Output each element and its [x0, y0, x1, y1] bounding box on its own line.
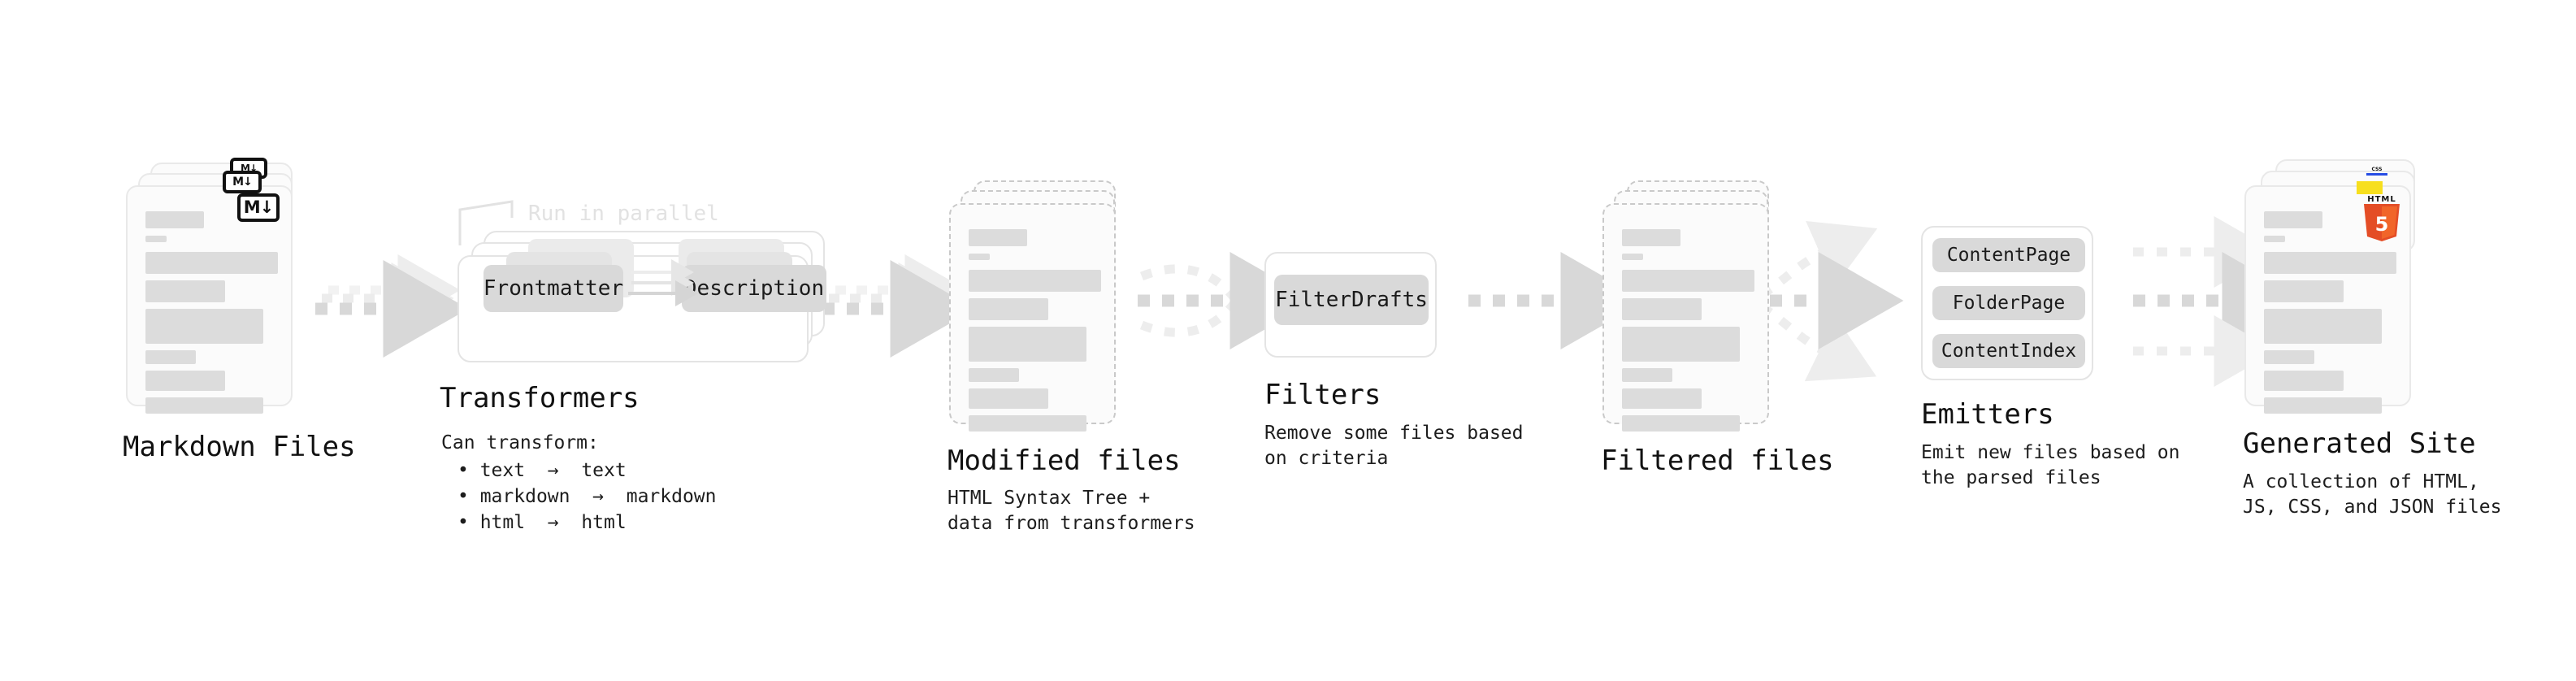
chip-frontmatter[interactable]: Frontmatter	[484, 265, 623, 312]
transformers-bullet-3: • html → html	[458, 512, 627, 533]
css-icon-label: CSS	[2371, 167, 2383, 172]
generated-site-desc: A collection of HTML, JS, CSS, and JSON …	[2243, 471, 2502, 518]
chip-filterdrafts[interactable]: FilterDrafts	[1274, 275, 1429, 325]
run-in-parallel-label: Run in parallel	[528, 202, 719, 226]
card-bar	[145, 280, 225, 302]
page-title: Emitters	[1921, 398, 2054, 431]
markdown-card-body	[128, 187, 291, 414]
page-title: Filtered files	[1601, 445, 1834, 477]
transformers-bullet-2: • markdown → markdown	[458, 486, 717, 507]
chip-description[interactable]: Description	[682, 265, 826, 312]
filtered-card-front	[1602, 203, 1769, 432]
card-bar	[2264, 309, 2382, 344]
page-title: Markdown Files	[123, 431, 356, 463]
card-bar	[2264, 211, 2322, 228]
modified-card-front	[949, 203, 1116, 432]
card-bar	[969, 229, 1027, 246]
card-bar	[969, 270, 1101, 292]
page-title: Generated Site	[2243, 427, 2476, 460]
markdown-icon-letter: M	[240, 163, 250, 174]
card-bar	[2264, 371, 2344, 391]
card-bar	[2264, 236, 2285, 242]
markdown-icon: M↓	[223, 171, 262, 193]
emitters-desc: Emit new files based on the parsed files	[1921, 442, 2180, 489]
card-bar	[145, 309, 263, 344]
card-bar	[145, 252, 278, 274]
card-bar	[2264, 252, 2396, 274]
html5-icon-label: HTML	[2367, 195, 2396, 204]
chip-contentindex[interactable]: ContentIndex	[1932, 334, 2085, 368]
markdown-icon-letter: M	[232, 176, 244, 189]
markdown-icon-arrow: ↓	[249, 163, 258, 174]
card-bar	[2264, 280, 2344, 302]
card-bar	[145, 397, 263, 414]
transformers-bullet-1: • text → text	[458, 460, 627, 481]
markdown-icon-arrow: ↓	[243, 176, 253, 189]
card-bar	[969, 388, 1048, 409]
markdown-icon-arrow: ↓	[259, 197, 275, 217]
css-icon-bar	[2366, 173, 2387, 176]
js-icon	[2357, 181, 2383, 194]
filtered-card-body	[1604, 205, 1767, 432]
filters-desc: Remove some files based on criteria	[1264, 423, 1524, 470]
html5-shield: 5	[2364, 204, 2400, 241]
html5-icon: HTML 5	[2361, 195, 2403, 242]
markdown-card-front	[126, 185, 293, 414]
card-bar	[145, 211, 204, 228]
css-icon: CSS	[2366, 167, 2387, 176]
card-bar	[145, 236, 167, 242]
conn-transformers-to-modified	[822, 254, 976, 358]
site-card-body	[2246, 187, 2409, 414]
card-bar	[1622, 327, 1740, 362]
card-bar	[969, 254, 990, 260]
card-bar	[2264, 397, 2382, 414]
page-title: Transformers	[440, 382, 640, 414]
card-bar	[1622, 270, 1754, 292]
card-bar	[2264, 350, 2314, 364]
card-bar	[1622, 415, 1740, 432]
card-bar	[145, 371, 225, 391]
card-bar	[1622, 254, 1643, 260]
chip-contentpage[interactable]: ContentPage	[1932, 238, 2085, 272]
page-title: Modified files	[948, 445, 1181, 477]
html5-icon-number: 5	[2375, 213, 2389, 236]
conn-emitters-to-site	[2133, 216, 2308, 387]
card-bar	[969, 368, 1019, 382]
modified-files-desc: HTML Syntax Tree + data from transformer…	[948, 488, 1195, 535]
transformers-desc: Can transform:	[441, 432, 599, 453]
card-bar	[969, 298, 1048, 320]
page-title: Filters	[1264, 379, 1381, 411]
card-bar	[1622, 229, 1680, 246]
conn-modified-to-filters	[1138, 252, 1316, 349]
conn-md-to-transformers	[315, 254, 469, 358]
card-bar	[1622, 388, 1702, 409]
card-bar	[145, 350, 196, 364]
card-bar	[969, 327, 1086, 362]
card-bar	[1622, 298, 1702, 320]
modified-card-body	[951, 205, 1114, 432]
card-bar	[969, 415, 1086, 432]
markdown-icon-letter: M	[243, 197, 261, 217]
card-bar	[1622, 368, 1672, 382]
markdown-icon: M↓	[237, 193, 280, 222]
chip-folderpage[interactable]: FolderPage	[1932, 286, 2085, 320]
